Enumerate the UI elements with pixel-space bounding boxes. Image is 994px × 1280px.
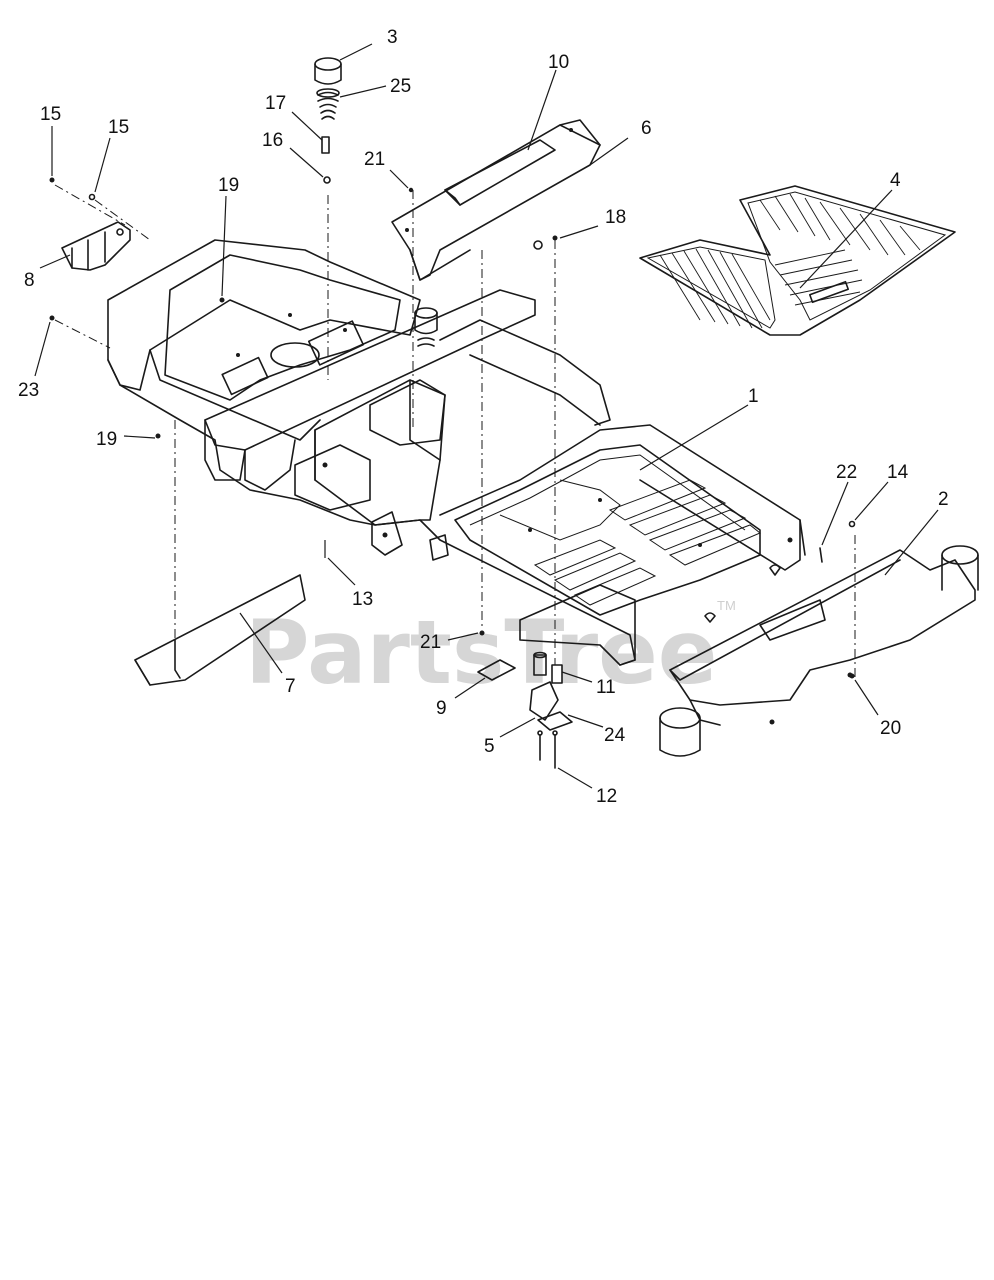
hardware bbox=[49, 177, 856, 769]
callout-3: 3 bbox=[387, 27, 398, 48]
hinge-plate-7 bbox=[134, 574, 306, 686]
callout-21-top: 21 bbox=[364, 149, 385, 170]
bracket-8 bbox=[61, 221, 131, 271]
callout-23: 23 bbox=[18, 380, 39, 401]
leader-lines bbox=[34, 43, 939, 789]
callout-24: 24 bbox=[604, 725, 626, 746]
rear-shield bbox=[391, 119, 601, 281]
callout-1: 1 bbox=[748, 386, 759, 407]
callout-7: 7 bbox=[285, 676, 296, 697]
callout-9: 9 bbox=[436, 698, 447, 719]
callout-19-bottom: 19 bbox=[96, 429, 117, 450]
callout-19-top: 19 bbox=[218, 175, 239, 196]
callout-15-left: 15 bbox=[40, 104, 61, 125]
callout-8: 8 bbox=[24, 270, 35, 291]
callout-16: 16 bbox=[262, 130, 283, 151]
side-frame-rail bbox=[659, 545, 979, 757]
callout-20: 20 bbox=[880, 718, 901, 739]
callout-6: 6 bbox=[641, 118, 652, 139]
callout-14: 14 bbox=[887, 462, 909, 483]
callout-12: 12 bbox=[596, 786, 617, 807]
callout-18: 18 bbox=[605, 207, 626, 228]
callout-11: 11 bbox=[596, 677, 616, 698]
main-frame bbox=[107, 239, 806, 666]
callout-21-bottom: 21 bbox=[420, 632, 441, 653]
callout-22: 22 bbox=[836, 462, 857, 483]
alignment-lines bbox=[54, 184, 856, 680]
plate-10 bbox=[444, 139, 556, 206]
callout-25: 25 bbox=[390, 76, 411, 97]
floor-mat bbox=[639, 185, 956, 336]
callout-4: 4 bbox=[890, 170, 901, 191]
watermark-trademark: TM bbox=[717, 598, 736, 613]
callout-2: 2 bbox=[938, 489, 949, 510]
seat-bumper-assembly bbox=[314, 57, 438, 347]
watermark: PartsTree bbox=[245, 601, 717, 704]
callouts: 3 25 17 16 10 6 21 18 4 15 15 19 8 23 19… bbox=[18, 27, 949, 807]
callout-10: 10 bbox=[548, 52, 569, 73]
callout-15-right: 15 bbox=[108, 117, 129, 138]
callout-17: 17 bbox=[265, 93, 286, 114]
callout-13: 13 bbox=[352, 589, 373, 610]
callout-5: 5 bbox=[484, 736, 495, 757]
